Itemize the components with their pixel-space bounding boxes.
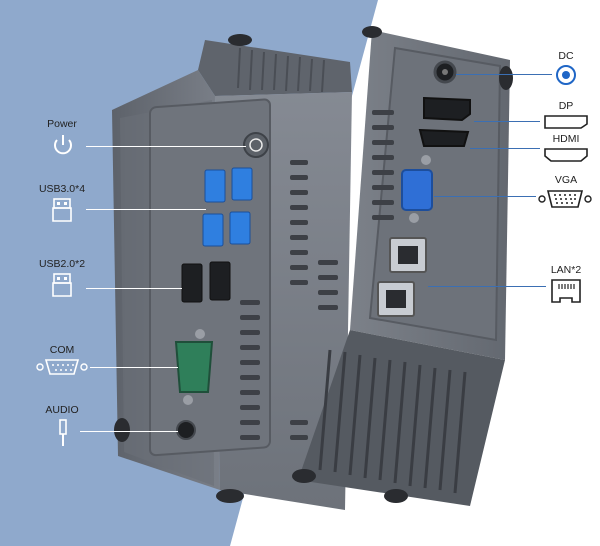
dc-icon [555,64,577,86]
dc-label: DC [558,50,574,62]
vga-label: VGA [554,174,578,186]
usb3-callout-line [86,209,206,210]
power-callout-line [86,146,246,147]
com-icon [36,357,88,377]
usb3-ports [202,167,253,247]
hdmi-callout-line [470,148,540,149]
power-label: Power [47,118,77,130]
power-icon [50,132,76,158]
dp-callout-line [474,121,540,122]
audio-icon [56,418,70,448]
dc-callout-line [456,74,552,75]
vga-callout-line [434,196,536,197]
com-callout-line [90,367,178,368]
usb3-icon [50,197,74,223]
com-port [174,329,214,405]
lan-ports [377,237,427,317]
dp-icon [543,114,589,130]
usb3-label: USB3.0*4 [38,183,86,195]
dp-port [423,96,471,122]
lan-icon [550,278,582,304]
usb2-label: USB2.0*2 [38,258,86,270]
lan-label: LAN*2 [550,264,582,276]
vga-port [401,155,433,223]
usb2-icon [50,272,74,298]
lan-callout-line [428,286,546,287]
vga-icon [538,188,592,210]
audio-jack [176,420,196,440]
com-label: COM [49,344,75,356]
hdmi-label: HDMI [552,133,580,145]
power-button [243,132,269,158]
hdmi-port [418,128,470,147]
usb2-ports [181,261,231,303]
usb2-callout-line [86,288,182,289]
audio-label: AUDIO [45,404,79,416]
hdmi-icon [543,147,589,163]
dp-label: DP [558,100,574,112]
audio-callout-line [80,431,178,432]
